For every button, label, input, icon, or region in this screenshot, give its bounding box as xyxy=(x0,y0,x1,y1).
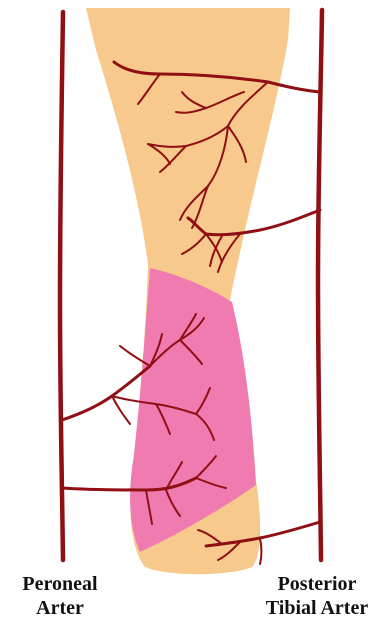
posterior-tibial-label-line2: Tibial Arter xyxy=(250,596,384,620)
peroneal-artery-label: Peroneal Arter xyxy=(4,572,116,620)
posterior-tibial-artery-label: Posterior Tibial Arter xyxy=(250,572,384,620)
posterior-tibial-label-line1: Posterior xyxy=(250,572,384,596)
peroneal-label-line1: Peroneal xyxy=(4,572,116,596)
peroneal-label-line2: Arter xyxy=(4,596,116,620)
peroneal-artery xyxy=(60,12,63,560)
